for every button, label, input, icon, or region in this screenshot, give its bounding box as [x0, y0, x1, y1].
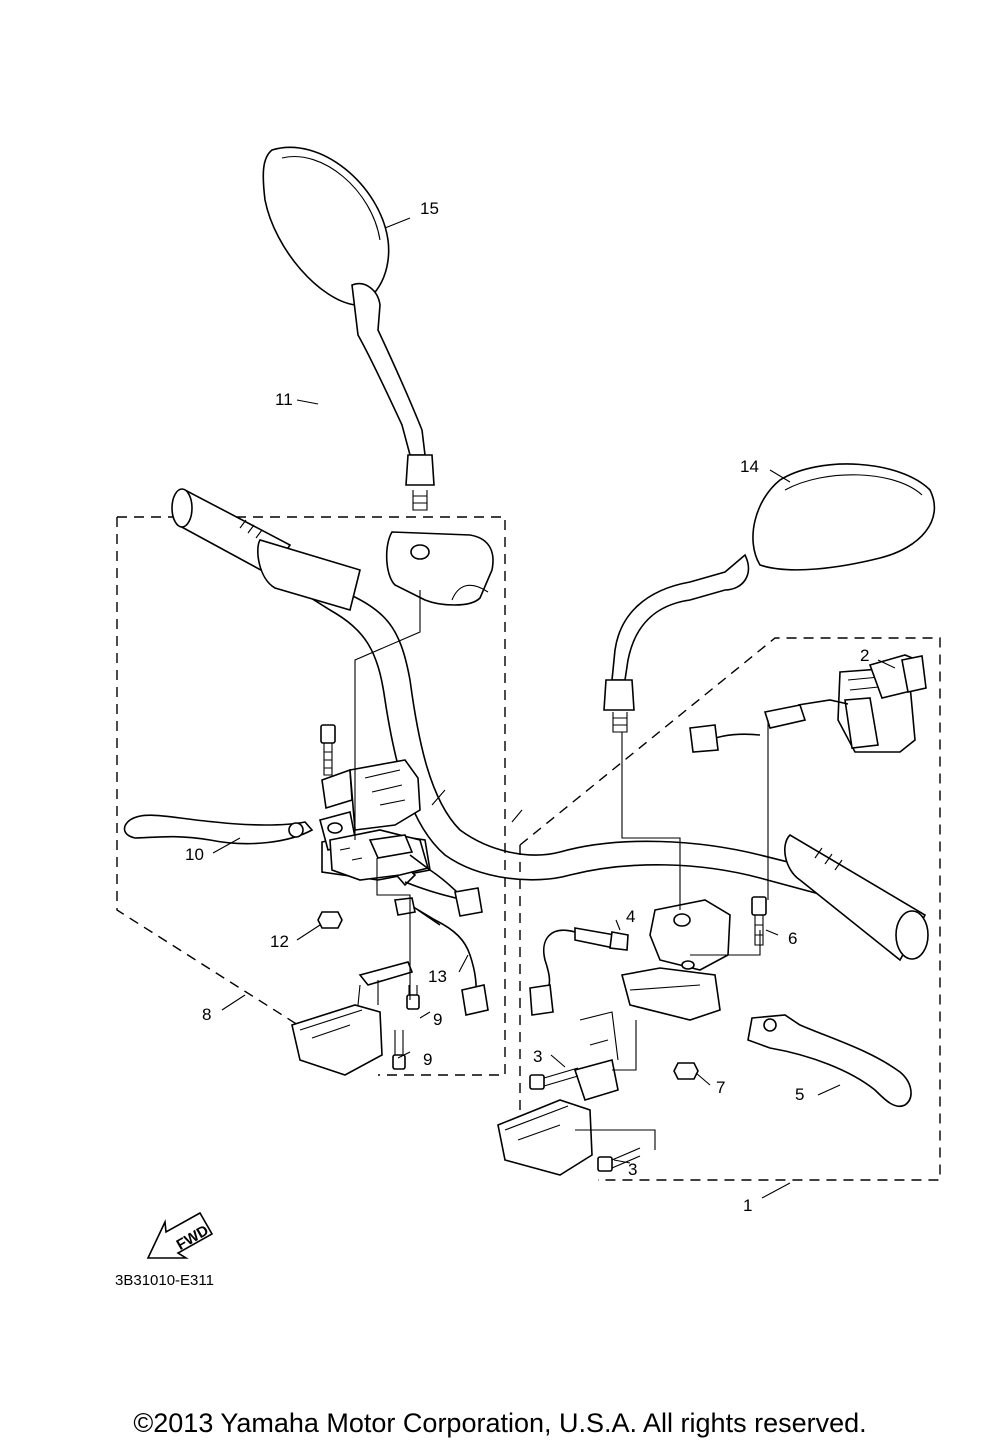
- left-grip: [171, 488, 361, 612]
- callout-10: 10: [185, 845, 204, 864]
- callout-4: 4: [626, 907, 635, 926]
- callout-3b: 3: [628, 1160, 637, 1179]
- screw-9a: [406, 985, 420, 1010]
- callout-2: 2: [860, 646, 869, 665]
- fwd-arrow-icon: FWD: [146, 1211, 214, 1259]
- callout-14: 14: [740, 457, 759, 476]
- screw-9b: [392, 1030, 406, 1070]
- callout-9a: 9: [433, 1010, 442, 1029]
- nut-7: [673, 1062, 699, 1080]
- callout-12: 12: [270, 932, 289, 951]
- screw-11: [320, 724, 336, 776]
- right-switch-assembly-boundary: [519, 637, 941, 1181]
- screw-3a: [529, 1067, 579, 1090]
- figure-code: 3B31010-E311: [115, 1272, 214, 1289]
- screw-3b: [597, 1147, 641, 1172]
- callout-leaders: [212, 217, 896, 1199]
- callout-3a: 3: [533, 1047, 542, 1066]
- left-lever: [123, 814, 314, 845]
- callout-15: 15: [420, 199, 439, 218]
- callout-7: 7: [716, 1078, 725, 1097]
- screw-6: [751, 896, 767, 946]
- copyright-notice: ©2013 Yamaha Motor Corporation, U.S.A. A…: [133, 1408, 867, 1438]
- left-switch-cluster: [321, 759, 421, 831]
- callout-1: 1: [743, 1196, 752, 1215]
- right-grip: [784, 833, 929, 962]
- left-switch-housing: [329, 829, 429, 881]
- mirror-right: [603, 463, 936, 733]
- nut-12: [317, 911, 343, 929]
- right-lower-switch: [497, 1011, 619, 1176]
- callout-13: 13: [428, 967, 447, 986]
- mirror-left: [262, 146, 435, 511]
- mirror-holder-left: [385, 531, 494, 606]
- callout-11: 11: [275, 390, 293, 409]
- wire-harness-right: [689, 699, 849, 753]
- left-switch-assembly-boundary: [116, 516, 506, 1076]
- assembly-guide-lines: [354, 590, 769, 1150]
- handlebar-parts-diagram: 15 14 2 11 10 12 13 8 9 9 4 6 7 5 3 3 1 …: [115, 146, 941, 1289]
- callout-9b: 9: [423, 1050, 432, 1069]
- brake-switch-4: [529, 927, 629, 1016]
- callout-8: 8: [202, 1005, 211, 1024]
- right-lever: [747, 1014, 912, 1108]
- callout-5: 5: [795, 1085, 804, 1104]
- right-lever-holder: [621, 899, 731, 1021]
- right-switch-cluster: [837, 654, 927, 753]
- callout-6: 6: [788, 929, 797, 948]
- left-lower-switch: [291, 961, 414, 1076]
